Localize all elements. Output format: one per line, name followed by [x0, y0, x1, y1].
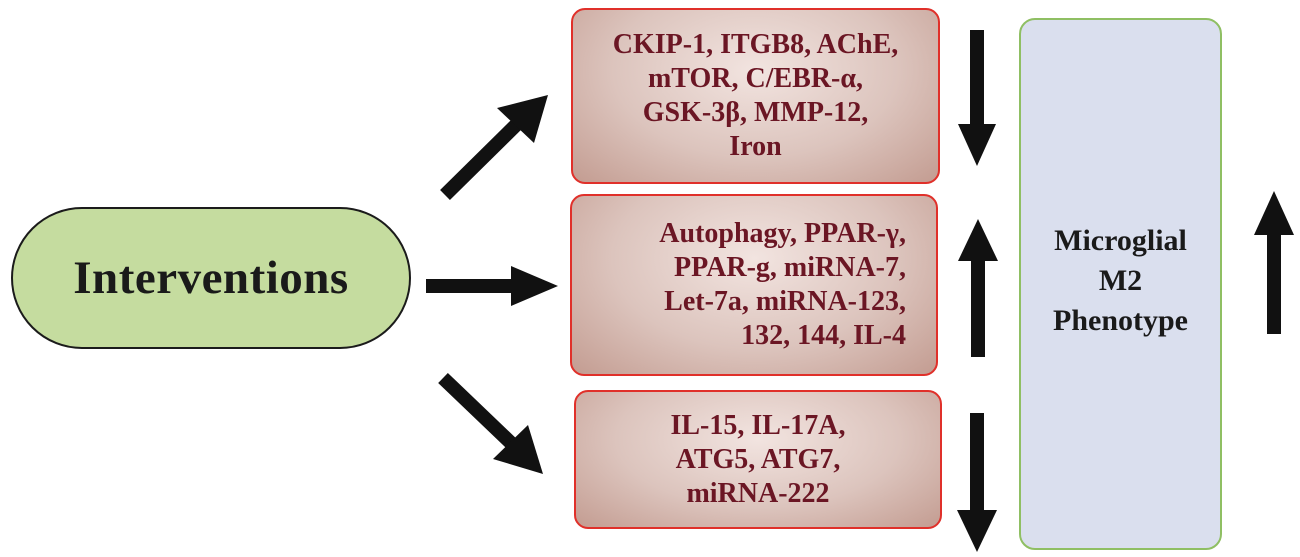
target-text-line: PPAR-g, miRNA-7, — [674, 252, 906, 283]
m2-phenotype-box: Microglial M2 Phenotype — [1019, 18, 1222, 550]
target-text-line: mTOR, C/EBR-α, — [647, 63, 864, 94]
arrow-to-middle-box — [426, 266, 558, 306]
down-arrow-lower — [957, 413, 997, 552]
lower-target-box: IL-15, IL-17A, ATG5, ATG7, miRNA-222 — [574, 390, 942, 529]
target-text-line: miRNA-222 — [686, 477, 830, 509]
interventions-node: Interventions — [11, 207, 411, 349]
middle-target-box: Autophagy, PPAR-γ, PPAR-g, miRNA-7, Let-… — [570, 194, 938, 376]
upper-target-box: CKIP-1, ITGB8, AChE, mTOR, C/EBR-α, GSK-… — [571, 8, 940, 184]
target-text-line: IL-15, IL-17A, — [670, 409, 846, 441]
target-text-line: Autophagy, PPAR-γ, — [659, 218, 906, 249]
arrow-to-lower-box — [438, 372, 543, 474]
m2-phenotype-label: Microglial M2 Phenotype — [1053, 221, 1188, 347]
interventions-label: Interventions — [73, 252, 349, 304]
up-arrow-outcome — [1254, 191, 1294, 334]
target-text-line: ATG5, ATG7, — [675, 443, 841, 475]
m2-label-line: Phenotype — [1053, 304, 1188, 337]
target-text-line: GSK-3β, MMP-12, — [642, 97, 869, 128]
target-text-line: CKIP-1, ITGB8, AChE, — [612, 29, 899, 60]
up-arrow-middle — [958, 219, 998, 357]
m2-label-line: M2 — [1098, 264, 1143, 297]
down-arrow-upper — [958, 30, 996, 166]
target-text-line: 132, 144, IL-4 — [741, 320, 906, 351]
arrow-to-upper-box — [440, 95, 548, 200]
target-text-line: Let-7a, miRNA-123, — [664, 286, 906, 317]
target-text-line: Iron — [729, 131, 782, 162]
m2-label-line: Microglial — [1054, 224, 1187, 257]
